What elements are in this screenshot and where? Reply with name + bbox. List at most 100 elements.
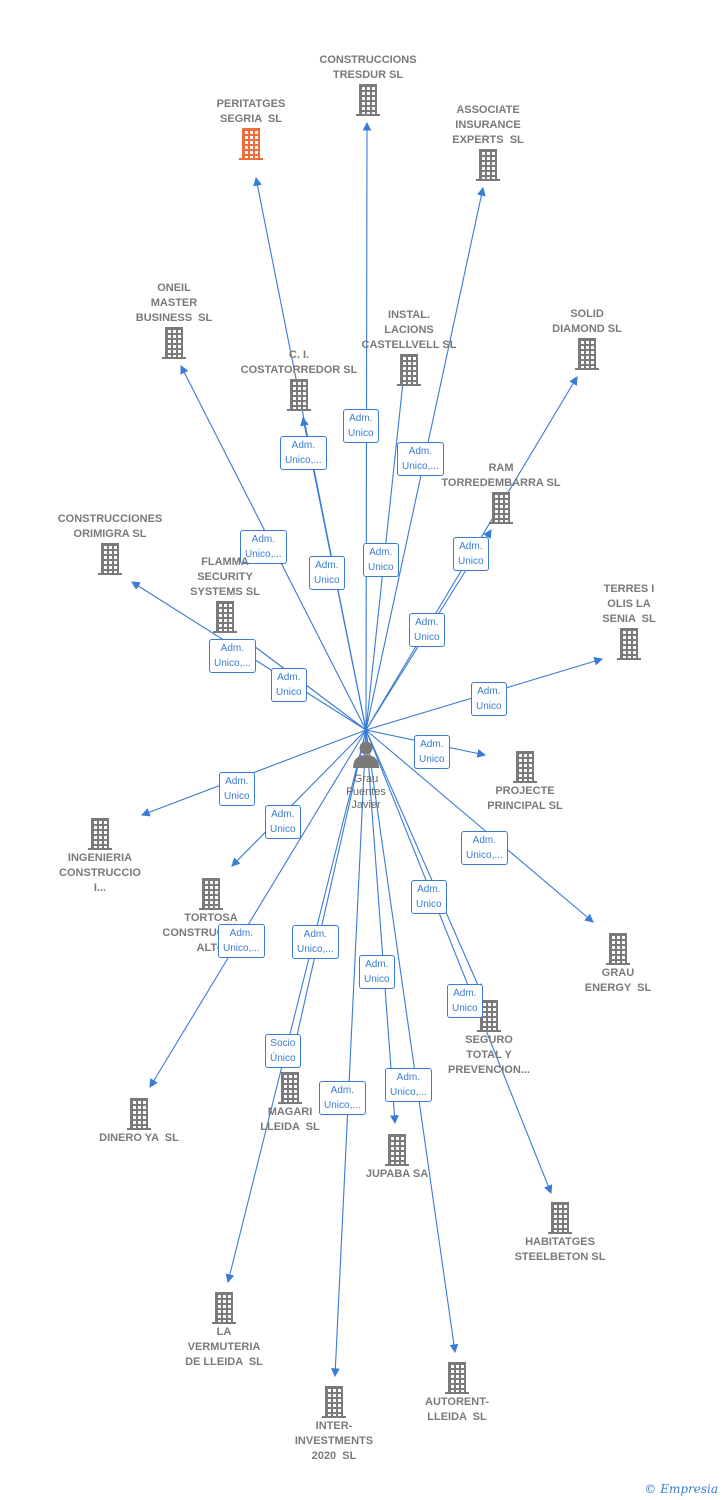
edge-label-vermuteria[interactable]: Adm. Unico,... — [292, 925, 339, 959]
edge-label-orimigra[interactable]: Adm. Unico,... — [209, 639, 256, 673]
building-icon — [199, 878, 223, 910]
edge-label-oneil[interactable]: Adm. Unico,... — [240, 530, 287, 564]
company-node-ingenieria[interactable]: INGENIERIA CONSTRUCCIO I... — [30, 817, 170, 896]
building-icon — [98, 543, 122, 575]
company-node-vermuteria[interactable]: LA VERMUTERIA DE LLEIDA SL — [154, 1291, 294, 1370]
building-icon — [239, 128, 263, 160]
company-label: DINERO YA SL — [99, 1132, 179, 1144]
company-label: MAGARI LLEIDA SL — [260, 1106, 320, 1133]
edge-jupaba — [365, 729, 399, 1125]
building-icon — [162, 327, 186, 359]
footer-brand: © Empresia — [644, 1482, 718, 1496]
company-node-dinero[interactable]: DINERO YA SL — [69, 1097, 209, 1146]
building-icon — [322, 1386, 346, 1418]
edge-label-terres[interactable]: Adm. Unico — [471, 682, 507, 716]
company-node-tresdur[interactable]: CONSTRUCCIONS TRESDUR SL — [298, 53, 438, 117]
building-icon — [445, 1362, 469, 1394]
edge-label-autorent[interactable]: Adm. Unico,... — [385, 1068, 432, 1102]
company-label: SOLID DIAMOND SL — [552, 308, 622, 335]
edge-label-jupaba[interactable]: Adm. Unico — [359, 955, 395, 989]
edge-label-instal[interactable]: Adm. Unico — [363, 543, 399, 577]
company-node-solid[interactable]: SOLID DIAMOND SL — [517, 307, 657, 371]
company-node-associate[interactable]: ASSOCIATE INSURANCE EXPERTS SL — [418, 103, 558, 182]
edge-autorent — [365, 729, 459, 1354]
building-icon — [212, 1292, 236, 1324]
edge-label-flamma[interactable]: Adm. Unico — [271, 668, 307, 702]
company-node-oneil[interactable]: ONEIL MASTER BUSINESS SL — [104, 281, 244, 360]
company-label: INTER- INVESTMENTS 2020 SL — [294, 1420, 374, 1462]
building-icon — [397, 354, 421, 386]
building-icon — [548, 1202, 572, 1234]
edge-label-magari[interactable]: Socio Único — [265, 1034, 301, 1068]
edge-label-associate[interactable]: Adm. Unico,... — [397, 442, 444, 476]
company-node-magari[interactable]: MAGARI LLEIDA SL — [220, 1071, 360, 1135]
edge-label-ingenieria[interactable]: Adm. Unico — [219, 772, 255, 806]
edge-inter — [330, 729, 367, 1378]
edge-label-grauenergy[interactable]: Adm. Unico,... — [461, 831, 508, 865]
building-icon — [213, 601, 237, 633]
company-label: TERRES I OLIS LA SENIA SL — [602, 583, 656, 625]
company-node-habitatges[interactable]: HABITATGES STEELBETON SL — [490, 1201, 630, 1265]
company-label: GRAU ENERGY SL — [584, 967, 652, 994]
company-node-inter[interactable]: INTER- INVESTMENTS 2020 SL — [264, 1385, 404, 1464]
company-node-orimigra[interactable]: CONSTRUCCIONES ORIMIGRA SL — [40, 512, 180, 576]
company-label: INGENIERIA CONSTRUCCIO I... — [59, 852, 141, 894]
brand-name: Empresia — [660, 1482, 718, 1496]
center-person[interactable]: Grau Fuentes Javier — [336, 739, 396, 812]
company-label: LA VERMUTERIA DE LLEIDA SL — [185, 1326, 263, 1368]
company-node-terres[interactable]: TERRES I OLIS LA SENIA SL — [559, 582, 699, 661]
company-label: RAM TORREDEMBARRA SL — [441, 462, 561, 489]
edge-magari — [288, 729, 367, 1064]
building-icon — [476, 149, 500, 181]
company-label: HABITATGES STEELBETON SL — [514, 1236, 606, 1263]
building-icon — [477, 1000, 501, 1032]
copyright-icon: © — [644, 1482, 657, 1496]
company-node-instal[interactable]: INSTAL. LACIONS CASTELLVELL SL — [339, 308, 479, 387]
building-icon — [385, 1134, 409, 1166]
company-node-ram[interactable]: RAM TORREDEMBARRA SL — [431, 461, 571, 525]
edge-label-habitatges[interactable]: Adm. Unico — [447, 984, 483, 1018]
edge-tortosa — [231, 729, 367, 867]
edge-label-tresdur[interactable]: Adm. Unico — [343, 409, 379, 443]
edge-label-solid[interactable]: Adm. Unico — [409, 613, 445, 647]
company-label: SEGURO TOTAL Y PREVENCION... — [448, 1034, 530, 1076]
building-icon — [278, 1072, 302, 1104]
person-name: Grau Fuentes Javier — [346, 773, 386, 811]
company-node-jupaba[interactable]: JUPABA SA — [327, 1133, 467, 1182]
edge-label-projecte[interactable]: Adm. Unico — [414, 735, 450, 769]
company-label: PROJECTE PRINCIPAL SL — [487, 785, 563, 812]
edge-label-peritatges[interactable]: Adm. Unico,... — [280, 436, 327, 470]
edge-label-tortosa[interactable]: Adm. Unico — [265, 805, 301, 839]
company-node-seguro[interactable]: SEGURO TOTAL Y PREVENCION... — [419, 999, 559, 1078]
company-node-grauenergy[interactable]: GRAU ENERGY SL — [548, 932, 688, 996]
edge-label-ram[interactable]: Adm. Unico — [453, 537, 489, 571]
company-node-peritatges[interactable]: PERITATGES SEGRIA SL — [181, 97, 321, 161]
company-node-costatorredor[interactable]: C. I. COSTATORREDOR SL — [229, 348, 369, 412]
building-icon — [489, 492, 513, 524]
company-node-autorent[interactable]: AUTORENT- LLEIDA SL — [387, 1361, 527, 1425]
edge-seguro — [365, 729, 482, 994]
company-label: CONSTRUCCIONES ORIMIGRA SL — [57, 513, 163, 540]
edge-grauenergy — [365, 729, 594, 923]
company-node-projecte[interactable]: PROJECTE PRINCIPAL SL — [455, 750, 595, 814]
edge-label-costatorredor[interactable]: Adm. Unico — [309, 556, 345, 590]
company-label: ONEIL MASTER BUSINESS SL — [135, 282, 213, 324]
building-icon — [127, 1098, 151, 1130]
edge-label-dinero[interactable]: Adm. Unico,... — [218, 924, 265, 958]
building-icon — [513, 751, 537, 783]
company-label: AUTORENT- LLEIDA SL — [425, 1396, 489, 1423]
building-icon — [575, 338, 599, 370]
edge-vermuteria — [225, 729, 367, 1284]
building-icon — [356, 84, 380, 116]
person-icon — [353, 741, 379, 768]
building-icon — [88, 818, 112, 850]
company-label: JUPABA SA — [365, 1168, 429, 1180]
edge-label-inter[interactable]: Adm. Unico,... — [319, 1081, 366, 1115]
company-node-flamma[interactable]: FLAMMA SECURITY SYSTEMS SL — [155, 555, 295, 634]
building-icon — [287, 379, 311, 411]
edge-label-seguro[interactable]: Adm. Unico — [411, 880, 447, 914]
company-label: ASSOCIATE INSURANCE EXPERTS SL — [452, 104, 524, 146]
company-label: PERITATGES SEGRIA SL — [216, 98, 286, 125]
edge-habitatges — [365, 729, 553, 1195]
